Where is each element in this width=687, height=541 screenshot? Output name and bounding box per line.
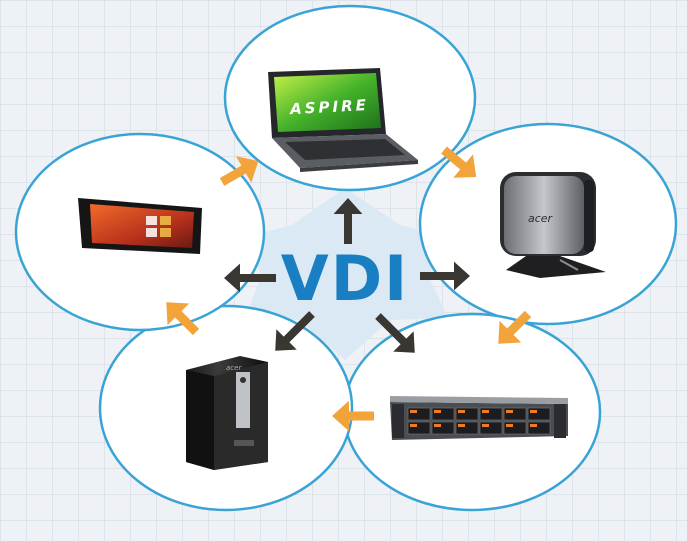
tablet-icon bbox=[78, 198, 202, 254]
server-bay-led bbox=[458, 410, 465, 413]
orange-arrow-server-to-desktop bbox=[332, 400, 374, 432]
orange-arrow-laptop-to-nettop bbox=[441, 146, 477, 178]
orange-arrow-desktop-to-tablet bbox=[166, 302, 200, 336]
server-drive-bay bbox=[527, 421, 551, 435]
server-bay-led bbox=[410, 410, 417, 413]
arrow-left bbox=[224, 263, 276, 293]
server-bay-led bbox=[530, 424, 537, 427]
arrow-down-right bbox=[375, 313, 415, 353]
server-drive-bay bbox=[503, 421, 527, 435]
server-drive-bay bbox=[407, 421, 431, 435]
center-label: VDI bbox=[281, 242, 410, 315]
arrow-right bbox=[420, 261, 470, 291]
server-bay-led bbox=[482, 410, 489, 413]
center-burst bbox=[242, 188, 452, 360]
server-drive-bay bbox=[407, 407, 431, 421]
tablet-app-tile bbox=[160, 216, 171, 225]
tablet-app-tile bbox=[160, 228, 171, 237]
arrow-up bbox=[333, 198, 363, 244]
desktop-tower-icon: acer bbox=[186, 356, 268, 470]
server-bay-led bbox=[458, 424, 465, 427]
server-drive-bay bbox=[479, 421, 503, 435]
dark-arrows bbox=[224, 198, 470, 353]
server-bay-led bbox=[434, 410, 441, 413]
server-drive-bay bbox=[431, 421, 455, 435]
server-icon bbox=[390, 396, 568, 440]
tablet-app-tile bbox=[146, 216, 157, 225]
server-drive-bay bbox=[455, 421, 479, 435]
nettop-icon: acer bbox=[500, 172, 606, 278]
laptop-logo: ASPIRE bbox=[289, 96, 370, 118]
server-bay-led bbox=[530, 410, 537, 413]
server-drive-bay bbox=[455, 407, 479, 421]
server-bay-led bbox=[506, 410, 513, 413]
laptop-icon: ASPIRE bbox=[268, 68, 418, 172]
server-drive-bay bbox=[479, 407, 503, 421]
orange-arrows bbox=[166, 146, 532, 432]
nettop-brand: acer bbox=[528, 212, 554, 225]
server-bay-led bbox=[410, 424, 417, 427]
orange-arrow-nettop-to-server bbox=[498, 310, 532, 344]
arrow-down-left bbox=[275, 311, 315, 351]
server-drive-bay bbox=[431, 407, 455, 421]
server-drive-bay bbox=[527, 407, 551, 421]
server-bay-led bbox=[482, 424, 489, 427]
orange-arrow-tablet-to-laptop bbox=[219, 156, 259, 186]
tower-brand: acer bbox=[226, 364, 242, 372]
server-drive-bay bbox=[503, 407, 527, 421]
tablet-app-tile bbox=[146, 228, 157, 237]
server-bay-led bbox=[506, 424, 513, 427]
server-bay-led bbox=[434, 424, 441, 427]
